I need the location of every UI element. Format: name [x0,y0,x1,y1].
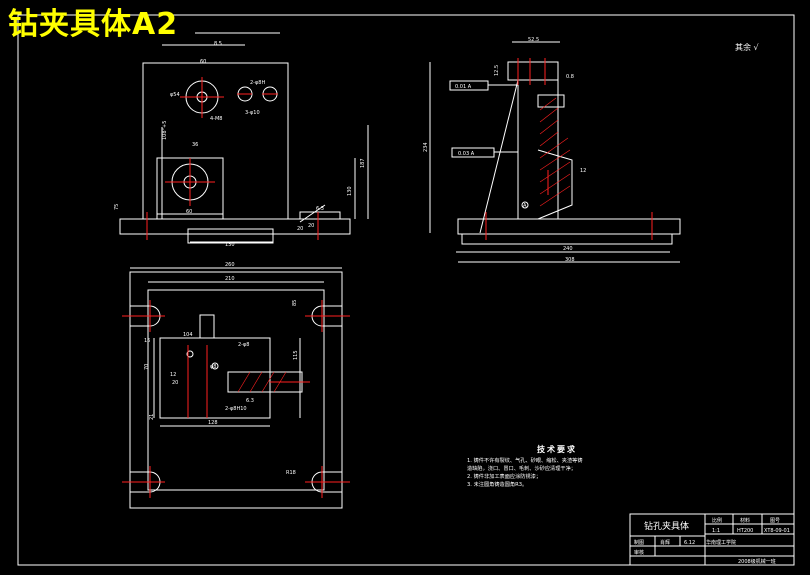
dim-front-12: 60 [186,209,192,215]
dim-plan-radius: R18 [286,470,296,476]
dim-plan-left: 16 [144,338,150,344]
tb-value-drawing-no: XT8-09-01 [764,528,790,534]
technical-requirements: 技术要求 1. 铸件不许有裂纹、气孔、砂眼、缩松、夹渣等铸 造缺陷，浇口、冒口、… [467,444,647,489]
dim-side-right: 0.8 [566,74,574,80]
dim-front-8: 36 [192,142,198,148]
dim-side-height: 234 [423,142,429,152]
plan-view-centerlines [122,300,350,498]
tb-label-drawing-no: 图号 [770,518,780,524]
tech-line: 2. 铸件非加工表面应涂防锈漆； [467,474,542,480]
sheet-border [17,14,795,566]
title-block-name: 钻孔夹具体 [644,520,689,532]
dim-front-3: φ54 [170,92,180,98]
dim-plan-a6: 20 [172,380,178,386]
dim-side-bottom1: 240 [563,246,573,252]
tech-line: 1. 铸件不许有裂纹、气孔、砂眼、缩松、夹渣等铸 [467,458,583,464]
dim-front-2: 60 [200,59,206,65]
plan-view [129,267,343,509]
dim-plan-a8: 21 [149,414,155,420]
tol-frame-2: 0.03 A [458,151,475,157]
plan-view-dim-text: 260 210 16 85 104 2-φ8 φ8 115 70 20 12 2… [144,262,299,476]
dim-side-bottom2: 308 [565,257,575,263]
roughness-note: 其余 √ [735,43,759,52]
dim-side-left: 12.5 [494,65,500,76]
dim-plan-right: 85 [292,300,298,306]
dim-front-15: 6.3 [316,206,324,212]
dim-front-4: 2-φ8H [250,80,265,86]
side-view-hatch [539,97,571,207]
overlay-title: 钻夹具体A2 [8,7,179,42]
dim-plan-overall: 260 [225,262,235,268]
dim-plan-a1: 104 [183,332,193,338]
dim-plan-a3: φ8 [210,364,216,370]
dim-plan-a4: 115 [293,350,299,360]
side-view-dim-text: 52.5 12.5 0.8 0.01 A 0.03 A 234 240 308 … [423,37,586,263]
front-view-centerlines [146,77,319,240]
front-view-dim-text: 8.5 60 φ54 2-φ8H 3-φ10 4-M8 108°+5 36 18… [114,41,366,248]
tb-drafted-name: 肖辉 [660,539,670,546]
dim-front-5: 3-φ10 [245,110,260,116]
dim-side-top: 52.5 [528,37,539,43]
title-block [629,513,795,566]
dim-plan-a5: 70 [144,364,150,370]
side-view [429,41,681,263]
dim-front-10: 130 [347,186,353,196]
dim-plan-a7: 12 [170,372,176,378]
tech-title: 技术要求 [537,445,577,454]
dim-side-a: 12 [580,168,586,174]
tb-review-label: 审核 [634,549,644,556]
dim-front-11: 75 [114,204,120,210]
dim-front-13: 130 [225,242,235,248]
dim-front-6: 4-M8 [210,116,222,122]
dim-plan-a11: 6.3 [246,398,254,404]
dim-front-16: 20 [308,223,314,229]
dim-plan-inner: 210 [225,276,235,282]
tech-line: 3. 未注圆角铸造圆角R3。 [467,482,528,488]
tb-value-scale: 1:1 [712,528,720,534]
tol-frame-1: 0.01 A [455,84,472,90]
dim-plan-a2: 2-φ8 [238,342,249,348]
front-view [119,32,369,244]
dim-front-9: 187 [360,158,366,168]
tb-drafted-label: 制图 [634,539,644,546]
title-block-text: 钻孔夹具体 比例 材料 图号 1:1 HT200 XT8-09-01 制图 肖辉… [634,517,790,565]
tb-label-scale: 比例 [712,517,722,524]
dim-front-7: 108°+5 [162,121,168,140]
tb-value-material: HT200 [737,528,753,534]
dim-plan-a9: 128 [208,420,218,426]
dim-front-1: 8.5 [214,41,222,47]
tb-class: 2008级机械一班 [738,558,776,565]
tb-drafted-date: 6.12 [684,540,695,546]
tb-school: 华南理工学院 [706,539,736,546]
tb-label-material: 材料 [740,517,750,524]
dim-plan-a10: 2-φ8H10 [225,406,247,412]
dim-front-14: 20 [297,226,303,232]
datum-label: A [523,203,527,209]
tech-line: 造缺陷，浇口、冒口、毛刺、沙砂应清理干净； [467,466,576,472]
side-view-centerlines [485,58,653,240]
